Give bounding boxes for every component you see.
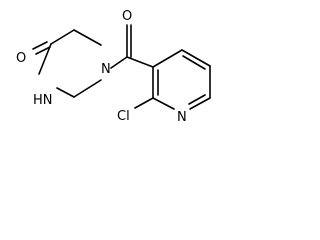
atom-labels: O HN N O Cl N <box>16 9 187 125</box>
bond-n4-carbonyl-c <box>110 56 128 69</box>
bond-c3p-c4p <box>152 49 183 68</box>
bond-c2-o-double-b <box>35 46 51 55</box>
bond-c2-c3 <box>50 29 75 45</box>
bond-c4p-c5p <box>181 49 211 67</box>
bond-c6p-n1p-inner <box>188 94 206 105</box>
bond-c6p-n1p <box>189 97 211 110</box>
atom-label-pyridine-n: N <box>177 110 187 125</box>
atom-label-chlorine: Cl <box>117 109 130 124</box>
bond-c2p-cl <box>134 97 154 109</box>
bond-c2-o-double-a <box>32 41 48 50</box>
atom-label-piperazine-n: N <box>101 62 111 77</box>
bond-carbonyl-c-ring <box>126 56 154 68</box>
bond-c4p-c5p-inner <box>182 55 206 70</box>
bond-c3-n4 <box>73 29 102 46</box>
chemical-structure-diagram: O HN N O Cl N <box>16 9 211 125</box>
bond-n4-c5 <box>73 79 102 98</box>
bond-c5-c6 <box>56 87 75 98</box>
bond-n1-c2 <box>38 43 52 75</box>
pyridine-ring <box>134 49 211 110</box>
piperazinone-ring <box>32 29 102 98</box>
atom-label-oxygen-left: O <box>16 51 26 66</box>
atom-label-oxygen-top: O <box>122 9 132 24</box>
carbonyl-linker <box>110 24 154 69</box>
bond-n1p-c2p <box>152 97 175 110</box>
atom-label-amide-nh: HN <box>33 93 53 108</box>
